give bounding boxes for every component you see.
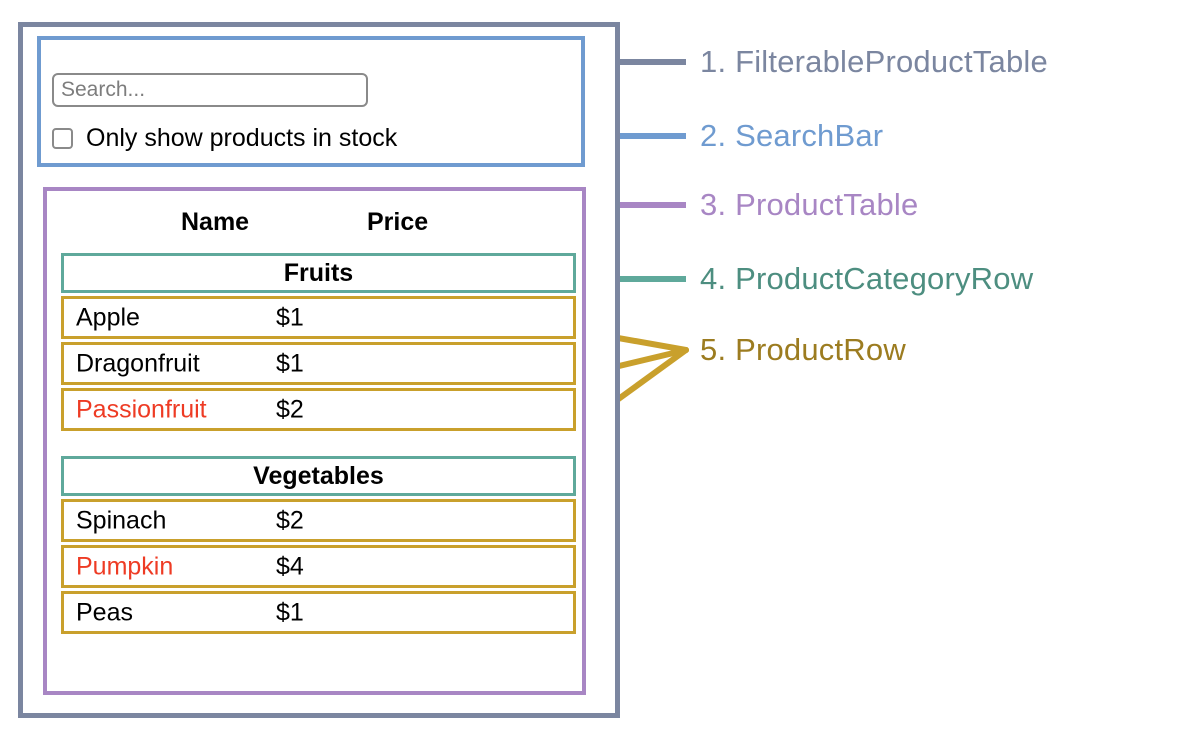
legend-label-product-table: 3. ProductTable <box>700 187 919 222</box>
product-name: Peas <box>76 598 133 626</box>
product-price: $1 <box>276 598 304 626</box>
product-row: Dragonfruit $1 <box>61 342 576 385</box>
column-header-price: Price <box>367 207 429 236</box>
legend-label-product-row: 5. ProductRow <box>700 332 906 367</box>
product-name: Pumpkin <box>76 552 174 580</box>
product-name: Spinach <box>76 506 167 534</box>
table-header-row: Name Price <box>47 203 582 241</box>
in-stock-filter-label: Only show products in stock <box>86 124 398 152</box>
product-table-body: Fruits Apple $1 Dragonfruit $1 Passionfr… <box>61 253 576 637</box>
product-row: Passionfruit $2 <box>61 388 576 431</box>
product-price: $2 <box>276 506 304 534</box>
product-table: Name Price Fruits Apple $1 Dragonfruit $… <box>43 187 586 695</box>
group-spacer <box>61 434 576 456</box>
search-input[interactable] <box>52 73 368 107</box>
product-price: $2 <box>276 395 304 423</box>
product-row: Pumpkin $4 <box>61 545 576 588</box>
in-stock-filter-row[interactable]: Only show products in stock <box>52 126 397 151</box>
product-row: Spinach $2 <box>61 499 576 542</box>
product-row: Apple $1 <box>61 296 576 339</box>
product-price: $1 <box>276 349 304 377</box>
column-header-name: Name <box>181 207 250 236</box>
legend-label-product-category-row: 4. ProductCategoryRow <box>700 261 1034 296</box>
product-name: Dragonfruit <box>76 349 200 377</box>
product-name: Apple <box>76 303 140 331</box>
product-price: $4 <box>276 552 304 580</box>
legend-label-filterable-product-table: 1. FilterableProductTable <box>700 44 1048 79</box>
product-price: $1 <box>276 303 304 331</box>
product-category-row: Fruits <box>61 253 576 293</box>
product-row: Peas $1 <box>61 591 576 634</box>
product-name: Passionfruit <box>76 395 207 423</box>
product-category-row: Vegetables <box>61 456 576 496</box>
checkbox-icon[interactable] <box>52 128 73 149</box>
legend-label-search-bar: 2. SearchBar <box>700 118 884 153</box>
